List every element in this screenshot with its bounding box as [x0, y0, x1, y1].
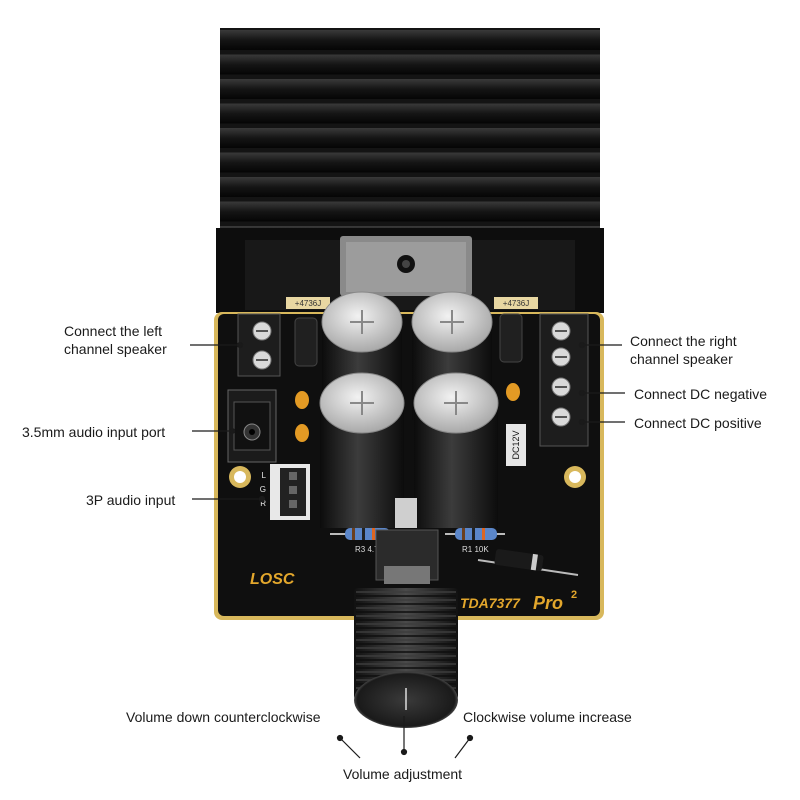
heatsink-markings: +4736J +4736J	[286, 297, 538, 309]
electrolytic-capacitors	[319, 291, 499, 528]
cap-bottom-left	[319, 372, 405, 528]
label-left-channel: Connect the left channel speaker	[64, 323, 167, 357]
audio-jack-3-5mm[interactable]	[227, 389, 277, 463]
heatsink-fin	[220, 103, 600, 124]
svg-text:DC12V: DC12V	[511, 430, 521, 459]
dc-label: DC12V	[506, 424, 526, 466]
cap-bottom-right	[413, 372, 499, 528]
heatsink-fin	[220, 128, 600, 148]
heatsink-mark-left: +4736J	[295, 299, 321, 308]
label-dc-positive: Connect DC positive	[634, 415, 762, 431]
right-terminal-block[interactable]	[539, 313, 589, 447]
mounting-holes	[229, 466, 586, 488]
heatsink-fin	[220, 177, 600, 197]
heatsink-fin	[220, 152, 600, 173]
heatsink-mark-right: +4736J	[503, 299, 529, 308]
left-speaker-terminal[interactable]	[237, 313, 281, 377]
label-volume-up: Clockwise volume increase	[463, 709, 632, 725]
label-audio-port: 3.5mm audio input port	[22, 424, 166, 440]
leader-lines	[190, 341, 625, 759]
r3-label: R3 4.7K	[355, 545, 385, 554]
lgr-g: G	[260, 485, 266, 494]
diode	[477, 549, 579, 576]
lgr-r: R	[260, 499, 266, 508]
r1-label: R1 10K	[462, 545, 489, 554]
model-superscript: 2	[571, 589, 577, 601]
heatsink-fin	[220, 30, 600, 50]
branding: LOSC TDA7377 Pro 2	[250, 571, 577, 613]
model-suffix: Pro	[533, 593, 563, 613]
ceramic-capacitors	[295, 383, 520, 442]
heatsink-fin	[220, 201, 600, 222]
brand-logo: LOSC	[250, 571, 295, 588]
label-volume-adjust: Volume adjustment	[343, 766, 463, 782]
heatsink-fin	[220, 54, 600, 75]
label-3p-input: 3P audio input	[86, 492, 176, 508]
label-dc-negative: Connect DC negative	[634, 386, 768, 402]
lgr-l: L	[262, 471, 267, 480]
label-volume-down: Volume down counterclockwise	[126, 709, 321, 725]
heatsink-fin	[220, 79, 600, 99]
header-3p[interactable]: L G R	[260, 464, 310, 520]
volume-knob[interactable]	[354, 498, 458, 728]
amplifier-chip	[340, 236, 472, 296]
label-right-channel: Connect the right channel speaker	[630, 333, 737, 367]
small-capacitors	[294, 313, 523, 367]
model-name: TDA7377	[460, 595, 521, 611]
